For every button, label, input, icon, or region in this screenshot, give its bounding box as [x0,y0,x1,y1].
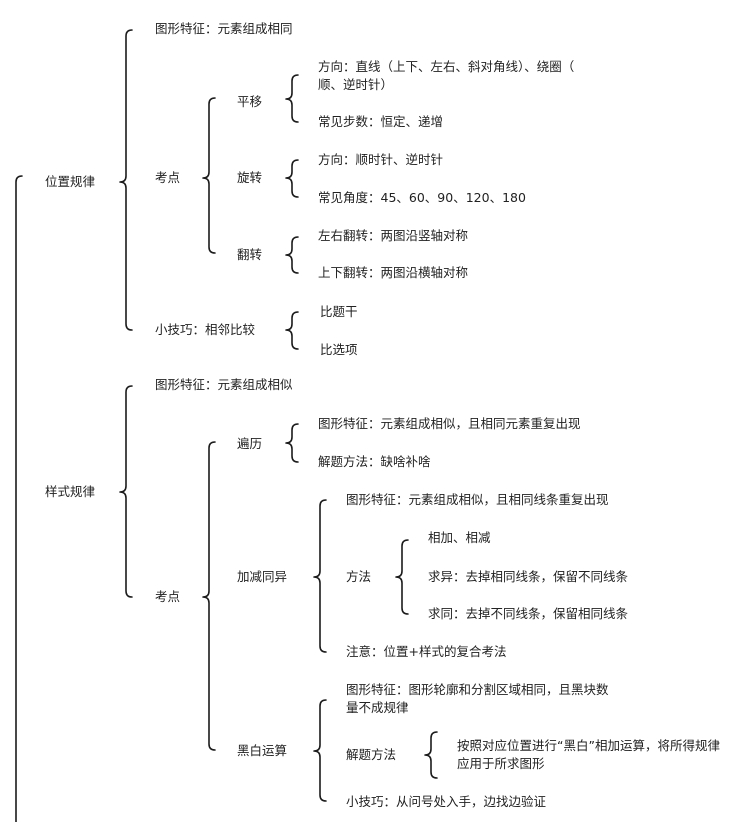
node-flip-horizontal: 左右翻转：两图沿竖轴对称 [318,228,469,243]
position-rule-brace [119,29,133,331]
node-translation-direction-2: 顺、逆时针） [318,77,394,92]
node-translation-direction-1: 方向：直线（上下、左右、斜对角线）、绕圈（ [318,59,575,74]
node-black-white: 黑白运算 [237,743,288,758]
node-black-white-feature-1: 图形特征：图形轮廓和分割区域相同，且黑块数 [346,682,609,697]
node-style-exam-points: 考点 [155,589,181,604]
node-flip-vertical: 上下翻转：两图沿横轴对称 [318,265,469,280]
node-tip-compare-options: 比选项 [320,342,358,357]
node-add-sub-method: 方法 [346,569,372,584]
node-style-feature: 图形特征：元素组成相似 [155,377,293,392]
node-black-white-method: 解题方法 [346,747,397,762]
node-black-white-method-2: 应用于所求图形 [457,756,545,771]
node-add-sub-method-1: 相加、相减 [428,530,491,545]
node-rotation: 旋转 [237,170,263,185]
node-style-rule: 样式规律 [45,484,96,499]
node-flip: 翻转 [237,247,263,262]
node-tip-compare-stem: 比题干 [320,304,358,319]
node-translation: 平移 [237,94,263,109]
node-traverse-method: 解题方法：缺啥补啥 [318,454,431,469]
node-black-white-feature-2: 量不成规律 [346,700,409,715]
node-add-sub-feature: 图形特征：元素组成相似，且相同线条重复出现 [346,492,609,507]
node-add-sub-note: 注意：位置+样式的复合考法 [346,644,507,659]
node-translation-steps: 常见步数：恒定、递增 [318,114,444,129]
node-add-sub: 加减同异 [237,569,288,584]
node-rotation-direction: 方向：顺时针、逆时针 [318,152,444,167]
node-position-feature: 图形特征：元素组成相同 [155,21,293,36]
node-rotation-angles: 常见角度：45、60、90、120、180 [318,190,526,205]
node-position-tip: 小技巧：相邻比较 [155,322,256,337]
node-position-exam-points: 考点 [155,170,181,185]
node-black-white-method-1: 按照对应位置进行“黑白”相加运算，将所得规律 [457,738,720,753]
node-traverse: 遍历 [237,436,263,451]
node-position-rule: 位置规律 [45,174,96,189]
node-black-white-tip: 小技巧：从问号处入手，边找边验证 [346,794,547,809]
node-traverse-feature: 图形特征：元素组成相似，且相同元素重复出现 [318,416,581,431]
node-add-sub-method-3: 求同：去掉不同线条，保留相同线条 [428,606,629,621]
node-add-sub-method-2: 求异：去掉相同线条，保留不同线条 [428,569,629,584]
